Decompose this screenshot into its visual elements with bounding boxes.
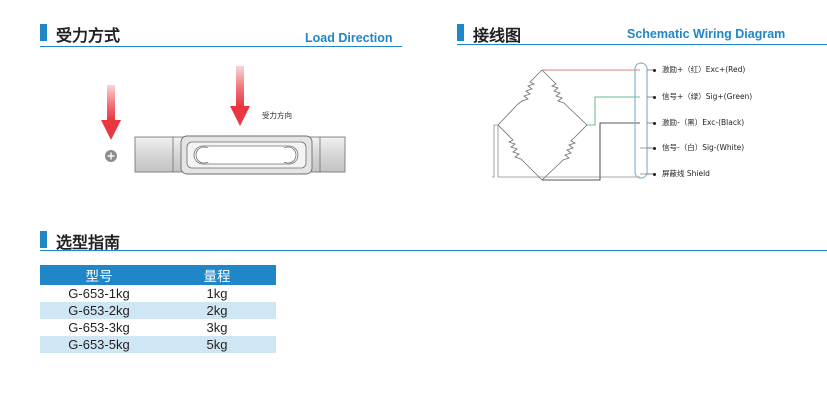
wire-label-exc-plus: 激励+（红）Exc+(Red): [662, 65, 746, 74]
column-header-capacity: 量程: [158, 265, 276, 285]
cell-capacity: 3kg: [206, 320, 228, 335]
wire-label-sig-plus: 信号+（绿）Sig+(Green): [662, 92, 753, 101]
load-section-title: 受力方式: [56, 26, 121, 45]
wire-terminal-dot: [653, 122, 656, 125]
wiring-section-title-en: Schematic Wiring Diagram: [627, 27, 786, 41]
wiring-section-title: 接线图: [473, 26, 522, 45]
cell-model: G-653-3kg: [68, 320, 130, 335]
load-section-title-en: Load Direction: [305, 31, 393, 45]
table-header-row: 型号 量程: [40, 265, 276, 285]
wire-terminal-dot: [653, 96, 656, 99]
table-row: G-653-2kg 2kg: [40, 302, 276, 319]
mount-point-icon: [105, 150, 117, 162]
cell-model: G-653-2kg: [40, 302, 158, 319]
cell-model: G-653-1kg: [68, 286, 130, 301]
load-section-rule: [40, 46, 402, 47]
wire-terminal-dot: [653, 147, 656, 150]
wiring-section-rule: [457, 44, 827, 45]
selection-section-rule: [40, 250, 827, 251]
wire-label-sig-minus: 信号-（白）Sig-(White): [662, 143, 745, 152]
wiring-section-marker: [457, 24, 464, 41]
column-header-model: 型号: [40, 265, 158, 285]
wire-label-exc-minus: 激励-（黑）Exc-(Black): [662, 118, 745, 127]
table-row: G-653-5kg 5kg: [40, 336, 276, 353]
force-arrow-left: [101, 85, 121, 140]
force-direction-label: 受力方向: [262, 111, 292, 120]
selection-section-title: 选型指南: [56, 233, 121, 252]
cell-capacity: 2kg: [158, 302, 276, 319]
wire-terminal-dot: [653, 69, 656, 72]
cell-capacity: 5kg: [158, 336, 276, 353]
wire-terminal-dot: [653, 173, 656, 176]
wire-label-shield: 屏蔽线 Shield: [662, 169, 710, 178]
load-cell-illustration: [101, 66, 346, 175]
selection-table: 型号 量程 G-653-1kg 1kg G-653-2kg 2kg G-653-…: [40, 265, 276, 353]
table-row: G-653-3kg 3kg: [40, 319, 276, 336]
cell-model: G-653-5kg: [40, 336, 158, 353]
load-cell-body: [134, 135, 346, 175]
force-arrow-right: [230, 66, 250, 126]
wiring-diagram: [492, 62, 656, 181]
table-row: G-653-1kg 1kg: [40, 285, 276, 302]
selection-section-marker: [40, 231, 47, 248]
cell-capacity: 1kg: [206, 286, 228, 301]
load-section-marker: [40, 24, 47, 41]
